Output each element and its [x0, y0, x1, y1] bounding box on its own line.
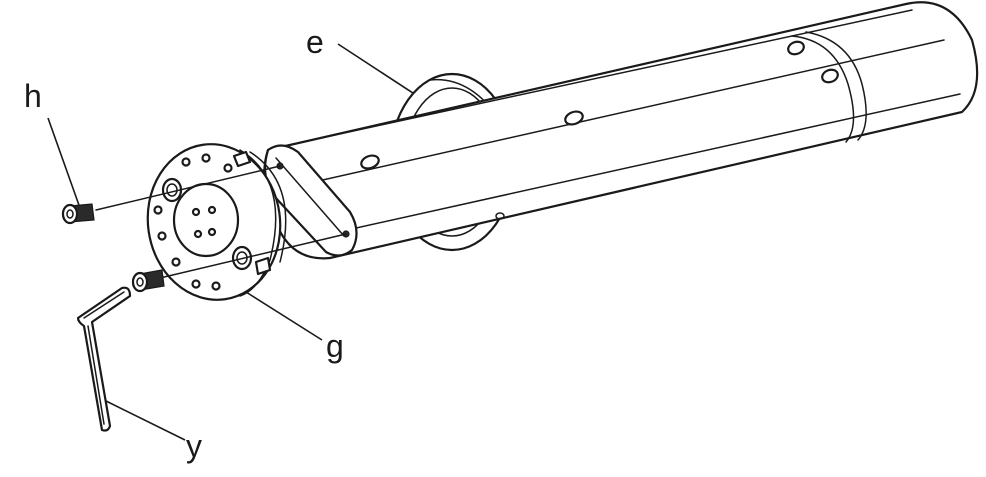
hex-key	[76, 286, 132, 432]
leader-g	[245, 291, 323, 341]
callout-e: e	[306, 24, 324, 60]
leader-y	[103, 399, 186, 441]
mounting-plate	[146, 143, 287, 301]
extension-tube	[263, 1, 979, 260]
callout-h: h	[24, 78, 42, 114]
screw-lower	[131, 233, 347, 293]
callout-y: y	[186, 428, 202, 464]
callout-g: g	[326, 328, 344, 364]
screw-upper	[61, 165, 281, 225]
leader-h	[47, 117, 81, 209]
